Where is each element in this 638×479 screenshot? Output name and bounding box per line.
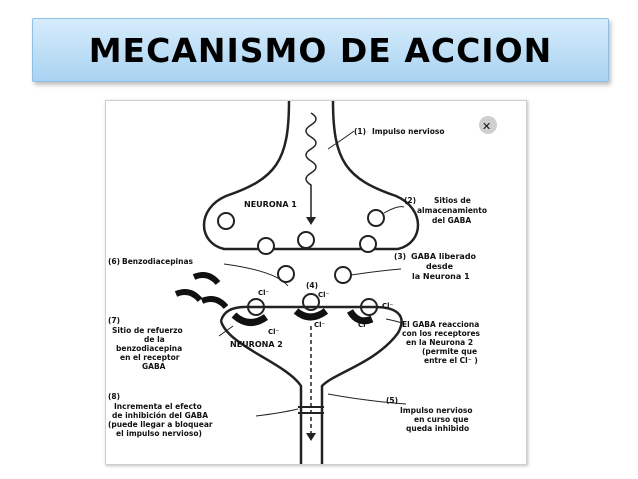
neuron2-label: NEURONA 2 (230, 340, 283, 349)
annotation-5-line: queda inhibido (406, 424, 469, 433)
leader-line (218, 325, 234, 337)
title-banner: MECANISMO DE ACCION (32, 18, 609, 82)
annotation-3-line: desde (426, 262, 454, 271)
benzodiazepine-arc (200, 296, 229, 310)
annotation-7-num: (7) (108, 316, 120, 325)
annotation-7-line: de la (144, 335, 165, 344)
synapse-diagram: NEURONA 1 Cl⁻ Cl⁻ Cl⁻ Cl⁻ Cl⁻ Cl⁻ NEURON… (108, 100, 497, 464)
annotation-8-line: (puede llegar a bloquear (108, 420, 213, 429)
neuron1-outline (202, 100, 420, 251)
annotation-4b-line: El GABA reacciona (402, 320, 479, 329)
annotation-8-line: Incrementa el efecto (114, 402, 202, 411)
annotation-6-text: Benzodiacepinas (122, 257, 194, 266)
chloride-label: Cl⁻ (358, 321, 370, 329)
annotation-1-num: (1) (354, 127, 366, 136)
annotation-3-line: GABA liberado (411, 252, 477, 261)
gaba-vesicle (367, 209, 385, 227)
chloride-label: Cl⁻ (382, 302, 394, 310)
close-icon-bg[interactable] (479, 116, 497, 134)
chloride-label: Cl⁻ (314, 321, 326, 329)
annotation-3-line: la Neurona 1 (412, 272, 470, 281)
leader-line (223, 263, 289, 287)
gaba-vesicle (297, 231, 315, 249)
annotation-8-line: de inhibición del GABA (112, 411, 208, 420)
annotation-7-line: Sitio de refuerzo (112, 326, 183, 335)
leader-line (385, 318, 403, 324)
chloride-label: Cl⁻ (318, 291, 330, 299)
annotation-4b-line: con los receptores (402, 329, 481, 338)
diagram-frame: NEURONA 1 Cl⁻ Cl⁻ Cl⁻ Cl⁻ Cl⁻ Cl⁻ NEURON… (105, 100, 527, 465)
annotation-2-line: del GABA (432, 216, 471, 225)
impulse-squiggle (305, 112, 317, 219)
gaba-receptor (293, 308, 329, 321)
annotation-3-num: (3) (394, 252, 406, 261)
leader-line (327, 393, 407, 405)
annotation-7-line: benzodiacepina (116, 344, 182, 353)
inhibited-arrowhead (306, 433, 316, 441)
neuron1-label: NEURONA 1 (244, 200, 297, 209)
annotation-8-line: el impulso nervioso) (116, 429, 202, 438)
annotation-5-num: (5) (386, 396, 398, 405)
close-icon[interactable]: ✕ (482, 120, 491, 133)
leader-line (383, 206, 405, 214)
annotation-7-line: en el receptor (120, 353, 180, 362)
leader-line (350, 268, 402, 276)
annotation-7-line: GABA (142, 362, 166, 371)
chloride-label: Cl⁻ (268, 328, 280, 336)
annotation-8-num: (8) (108, 392, 120, 401)
annotation-4b-line: (permite que (422, 347, 477, 356)
gaba-receptor (346, 309, 374, 325)
annotation-4b-line: en la Neurona 2 (406, 338, 473, 347)
annotation-5-line: Impulso nervioso (400, 406, 472, 415)
annotation-2-line: Sitios de (434, 196, 471, 205)
annotation-6-num: (6) (108, 257, 120, 266)
chloride-label: Cl⁻ (258, 289, 270, 297)
annotation-2-line: almacenamiento (417, 206, 487, 215)
released-gaba (277, 265, 295, 283)
leader-line (255, 408, 299, 417)
gaba-vesicle (359, 235, 377, 253)
annotation-2-num: (2) (404, 196, 416, 205)
benzodiazepine-arc (192, 272, 221, 286)
gaba-receptor (231, 312, 269, 326)
annotation-4-num: (4) (306, 281, 318, 290)
released-gaba (334, 266, 352, 284)
gaba-vesicle (217, 212, 235, 230)
impulse-arrowhead (306, 217, 316, 225)
neuron2-outline (219, 305, 403, 464)
neuron1-membrane (289, 101, 400, 249)
benzodiazepine-arc (174, 289, 203, 303)
gaba-vesicle (257, 237, 275, 255)
slide-title: MECANISMO DE ACCION (88, 30, 553, 70)
annotation-1-text: Impulso nervioso (372, 127, 444, 136)
annotation-5-line: en curso que (414, 415, 469, 424)
leader-line (327, 130, 355, 150)
annotation-4b-line: entre el Cl⁻ ) (424, 356, 478, 365)
